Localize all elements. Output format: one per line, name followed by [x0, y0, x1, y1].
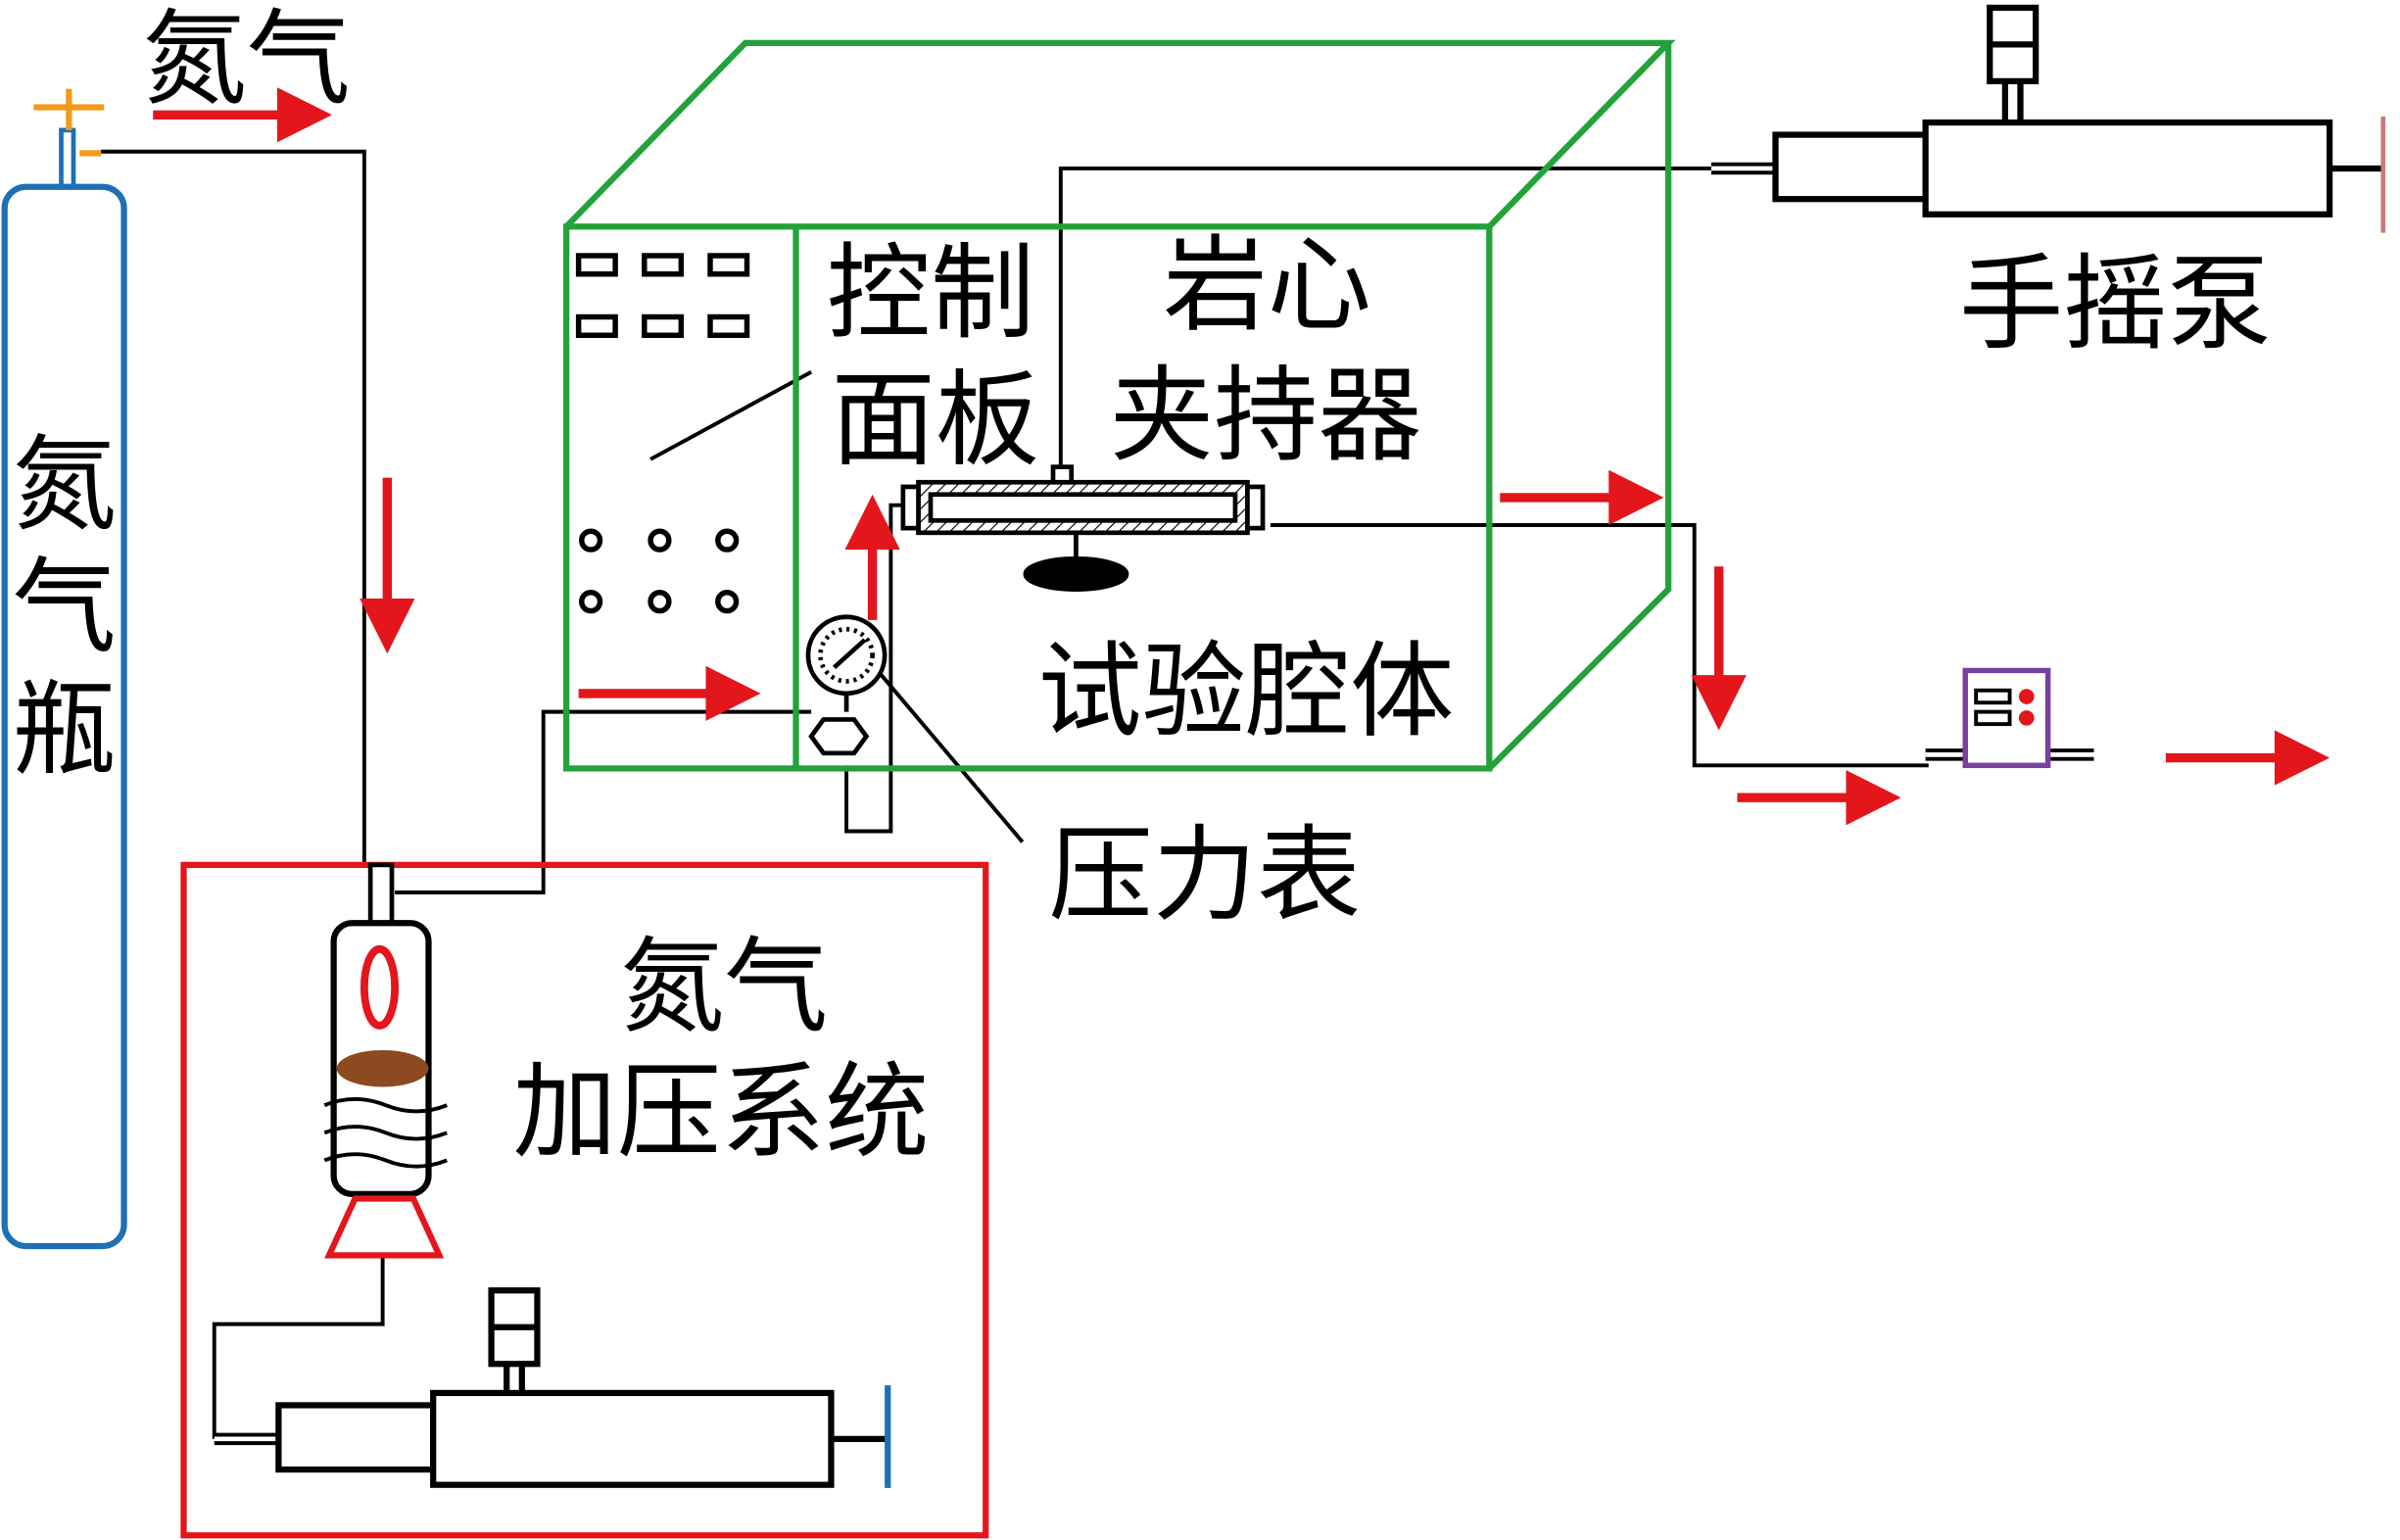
- valve-icon: [33, 88, 105, 157]
- core-holder-label-2: 夹持器: [1110, 356, 1422, 477]
- cylinder-label-1: 氮: [13, 424, 117, 546]
- cylinder-label-2: 气: [13, 547, 117, 668]
- test-chamber: [563, 39, 1676, 772]
- nitrogen-cylinder: 氮 气 瓶: [1, 88, 127, 1250]
- outlet-meter: [1925, 667, 2094, 769]
- core-holder: [900, 464, 1266, 592]
- control-panel: [575, 253, 750, 614]
- pressure-gauge-label: 压力表: [1048, 815, 1361, 937]
- pressurization-label-1: 氮气: [620, 927, 829, 1048]
- flow-arrows: [153, 87, 2330, 826]
- nitrogen-top-label: 氮气: [142, 0, 351, 120]
- core-holder-label-1: 岩心: [1164, 225, 1372, 347]
- control-panel-label-2: 面板: [831, 361, 1039, 482]
- pressurization-system: [180, 861, 989, 1539]
- pressurization-label-2: 加压系统: [512, 1052, 929, 1174]
- control-panel-label-1: 控制: [827, 233, 1035, 355]
- hand-pump-label: 手摇泵: [1959, 244, 2272, 365]
- test-chamber-label: 试验腔体: [1037, 631, 1454, 752]
- pressure-gauge-icon: [805, 614, 888, 756]
- cylinder-label-3: 瓶: [13, 669, 117, 791]
- hand-pump: [1710, 4, 2386, 233]
